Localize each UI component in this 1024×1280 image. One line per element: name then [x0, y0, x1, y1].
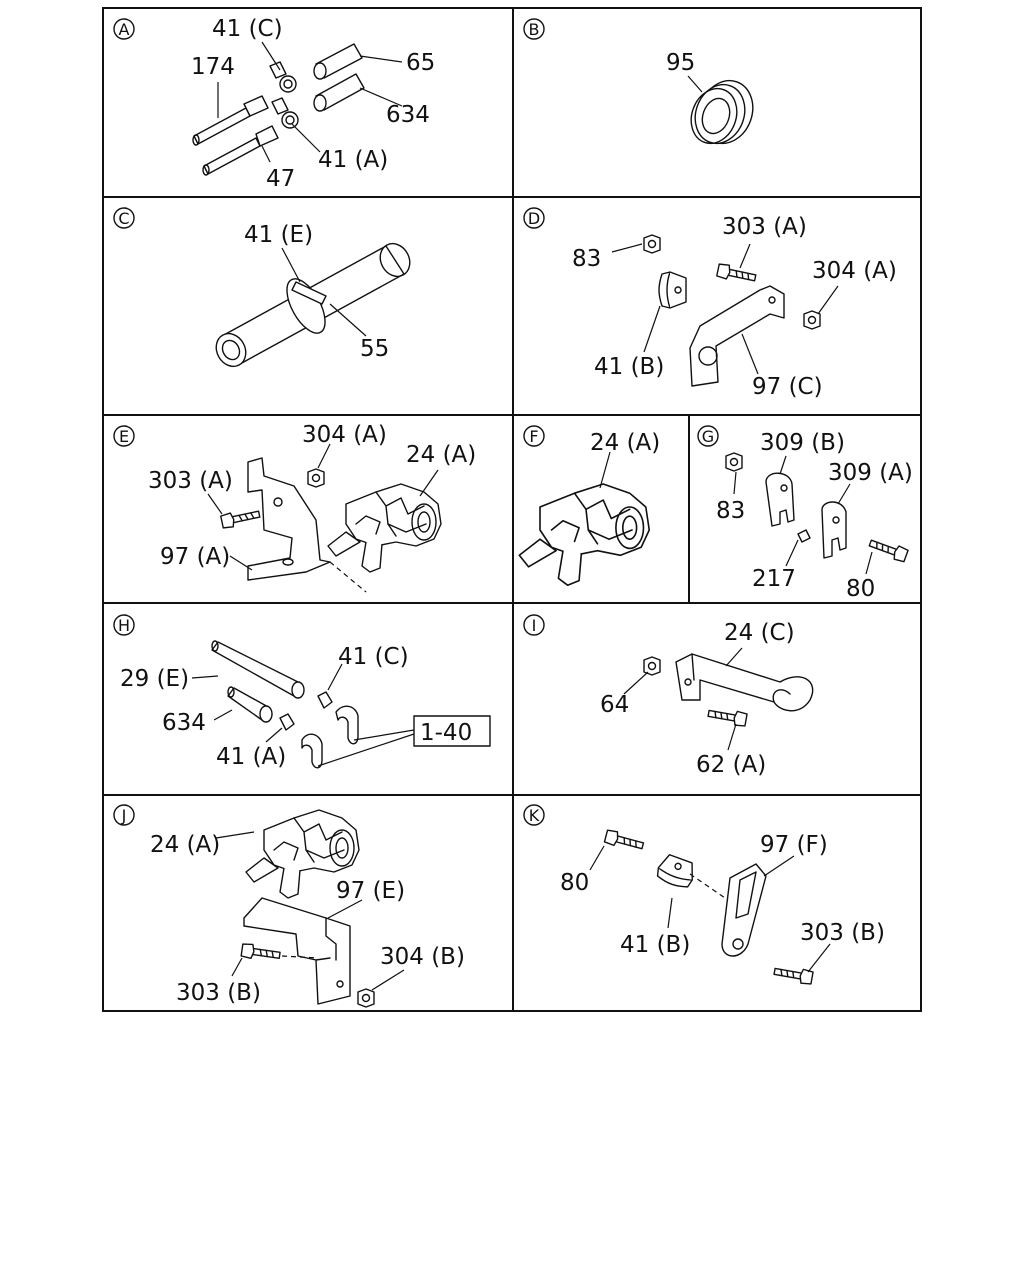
- label-303a: 303 (A): [722, 214, 807, 240]
- label-634: 634: [386, 102, 430, 128]
- panel-letter-j: J: [121, 806, 127, 825]
- label-47: 47: [266, 166, 295, 192]
- label-j-304b: 304 (B): [380, 944, 465, 970]
- label-j-97e: 97 (E): [336, 878, 405, 904]
- label-97c: 97 (C): [752, 374, 823, 400]
- label-h-1-40: 1-40: [420, 720, 472, 746]
- panel-g: G 309 (B) 309 (A) 83 217 80: [697, 425, 913, 602]
- label-41c: 41 (C): [212, 16, 283, 42]
- label-304a: 304 (A): [812, 258, 897, 284]
- label-g-309a: 309 (A): [828, 460, 913, 486]
- label-g-217: 217: [752, 566, 796, 592]
- panel-letter-c: C: [118, 209, 129, 228]
- label-f-24a: 24 (A): [590, 430, 660, 456]
- panel-d: D 83 303 (A) 304 (A) 41 (B) 97 (C): [523, 207, 897, 400]
- label-h-41a: 41 (A): [216, 744, 286, 770]
- panel-j: J 24 (A) 97 (E) 303 (B) 304 (B): [113, 804, 465, 1008]
- panel-b: B 95: [523, 18, 754, 145]
- label-k-97f: 97 (F): [760, 832, 828, 858]
- panel-f: F 24 (A): [518, 425, 660, 587]
- label-e-303a: 303 (A): [148, 468, 233, 494]
- panel-h: H 41 (C) 29 (E) 634 41 (A) 1-40: [113, 614, 491, 770]
- panel-letter-a: A: [119, 20, 130, 39]
- label-g-309b: 309 (B): [760, 430, 845, 456]
- panel-k: K 80 97 (F) 41 (B) 303 (B): [523, 804, 885, 986]
- label-k-80: 80: [560, 870, 589, 896]
- label-41b: 41 (B): [594, 354, 664, 380]
- panel-letter-e: E: [119, 427, 129, 446]
- panel-i: I 24 (C) 64 62 (A): [523, 614, 814, 778]
- label-i-24c: 24 (C): [724, 620, 795, 646]
- label-h-634: 634: [162, 710, 206, 736]
- label-i-64: 64: [600, 692, 629, 718]
- label-e-24a: 24 (A): [406, 442, 476, 468]
- panel-c: C 41 (E) 55: [113, 207, 411, 368]
- label-e-304a: 304 (A): [302, 422, 387, 448]
- panel-letter-d: D: [528, 209, 540, 228]
- label-h-29e: 29 (E): [120, 666, 189, 692]
- panel-letter-b: B: [529, 20, 540, 39]
- label-i-62a: 62 (A): [696, 752, 766, 778]
- label-41a: 41 (A): [318, 147, 388, 173]
- panel-a: A 41 (C) 174 65 634 41 (A) 47: [113, 16, 435, 192]
- label-k-41b: 41 (B): [620, 932, 690, 958]
- label-g-80: 80: [846, 576, 875, 602]
- panel-letter-f: F: [529, 427, 538, 446]
- panel-letter-h: H: [118, 616, 130, 635]
- label-e-97a: 97 (A): [160, 544, 230, 570]
- label-g-83: 83: [716, 498, 745, 524]
- label-j-303b: 303 (B): [176, 980, 261, 1006]
- panel-letter-k: K: [529, 806, 540, 825]
- label-41e: 41 (E): [244, 222, 313, 248]
- label-h-41c: 41 (C): [338, 644, 409, 670]
- label-65: 65: [406, 50, 435, 76]
- label-k-303b: 303 (B): [800, 920, 885, 946]
- label-55: 55: [360, 336, 389, 362]
- panel-letter-g: G: [702, 427, 714, 446]
- panel-letter-i: I: [532, 616, 537, 635]
- panel-e: E 304 (A) 24 (A) 303 (A) 97 (A): [113, 422, 476, 593]
- label-83: 83: [572, 246, 601, 272]
- label-j-24a: 24 (A): [150, 832, 220, 858]
- label-95: 95: [666, 50, 695, 76]
- label-174: 174: [191, 54, 235, 80]
